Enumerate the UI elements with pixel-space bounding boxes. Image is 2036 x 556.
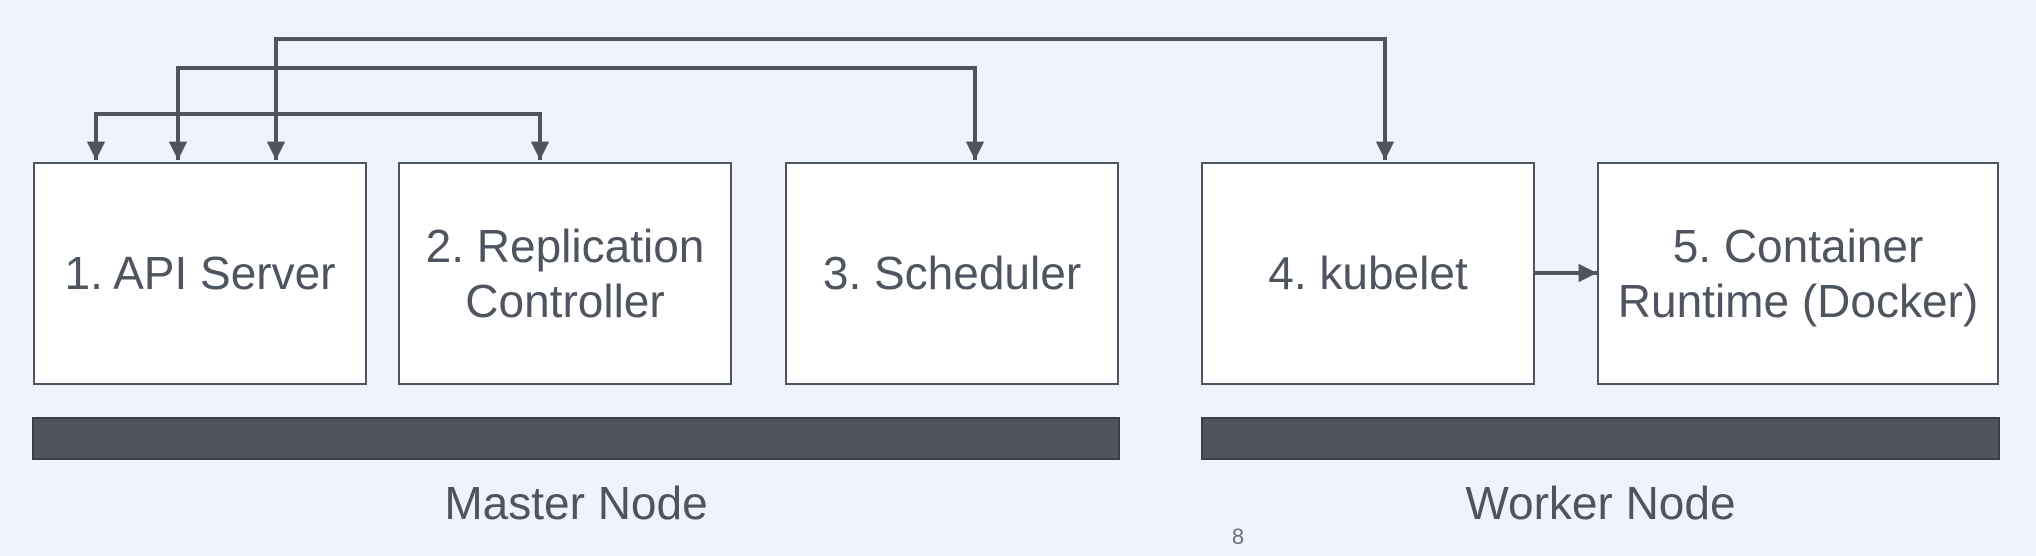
connector-api-to-kubelet xyxy=(274,37,1395,160)
master-node-bar xyxy=(32,417,1120,460)
connector-api-to-replication-controller xyxy=(94,112,550,160)
api-server-box: 1. API Server xyxy=(33,162,367,385)
scheduler-label: 3. Scheduler xyxy=(822,247,1082,300)
connector-api-to-scheduler xyxy=(176,66,985,160)
api-server-label: 1. API Server xyxy=(64,247,336,300)
container-runtime-label: 5. Container Runtime (Docker) xyxy=(1617,220,1979,327)
kubelet-label: 4. kubelet xyxy=(1268,247,1468,300)
replication-controller-box: 2. Replication Controller xyxy=(398,162,732,385)
scheduler-box: 3. Scheduler xyxy=(785,162,1119,385)
replication-controller-label: 2. Replication Controller xyxy=(425,220,705,327)
master-node-label: Master Node xyxy=(444,477,708,529)
kubelet-box: 4. kubelet xyxy=(1201,162,1535,385)
container-runtime-box: 5. Container Runtime (Docker) xyxy=(1597,162,1999,385)
page-number: 8 xyxy=(1231,524,1245,549)
worker-node-label: Worker Node xyxy=(1465,477,1736,529)
worker-node-bar xyxy=(1201,417,2000,460)
